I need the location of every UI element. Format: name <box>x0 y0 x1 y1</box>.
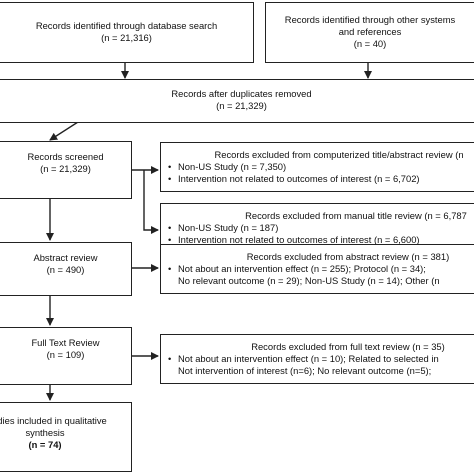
excl-manual-item: Non-US Study (n = 187) <box>167 222 474 234</box>
after-duplicates-title: Records after duplicates removed <box>171 88 312 99</box>
box-database-search: Records identified through database sear… <box>0 2 254 63</box>
box-after-duplicates: Records after duplicates removed (n = 21… <box>0 79 474 123</box>
excl-fulltext-title: Records excluded from full text review (… <box>251 341 445 352</box>
after-duplicates-count: (n = 21,329) <box>216 100 267 111</box>
excl-abstract-title: Records excluded from abstract review (n… <box>246 251 450 262</box>
box-full-text-review: Full Text Review (n = 109) <box>0 327 132 385</box>
screened-count: (n = 21,329) <box>40 163 91 174</box>
screened-title: Records screened <box>27 151 104 162</box>
box-excluded-abstract: Records excluded from abstract review (n… <box>160 244 474 294</box>
other-sources-title-cont: and references <box>338 26 402 37</box>
excl-fulltext-item: Not about an intervention effect (n = 10… <box>167 353 474 365</box>
included-count: (n = 74) <box>28 439 62 450</box>
box-other-sources: Records identified through other systems… <box>265 2 474 63</box>
excl-abstract-item-cont: No relevant outcome (n = 29); Non-US Stu… <box>178 275 440 286</box>
excl-manual-title: Records excluded from manual title revie… <box>245 210 467 221</box>
excl-computerized-title: Records excluded from computerized title… <box>214 149 464 160</box>
full-text-title: Full Text Review <box>31 337 100 348</box>
abstract-review-count: (n = 490) <box>46 264 85 275</box>
arrow-screened-to-manual <box>143 170 159 234</box>
db-search-count: (n = 21,316) <box>101 32 152 43</box>
box-excluded-full-text: Records excluded from full text review (… <box>160 334 474 384</box>
other-sources-count: (n = 40) <box>353 38 387 49</box>
box-records-screened: Records screened (n = 21,329) <box>0 141 132 199</box>
excl-abstract-item: Not about an intervention effect (n = 25… <box>167 263 474 275</box>
arrow-duplicates-to-screened <box>49 121 79 141</box>
box-excluded-computerized: Records excluded from computerized title… <box>160 142 474 192</box>
abstract-review-title: Abstract review <box>33 252 98 263</box>
included-title: Studies included in qualitative <box>0 415 107 426</box>
full-text-count: (n = 109) <box>46 349 85 360</box>
db-search-title: Records identified through database sear… <box>35 20 218 31</box>
box-abstract-review: Abstract review (n = 490) <box>0 242 132 296</box>
excl-computerized-item: Non-US Study (n = 7,350) <box>167 161 474 173</box>
excl-fulltext-item-cont: Not intervention of interest (n=6); No r… <box>178 365 432 376</box>
other-sources-title: Records identified through other systems <box>284 14 456 25</box>
included-title-cont: synthesis <box>25 427 65 438</box>
box-studies-included: Studies included in qualitative synthesi… <box>0 402 132 472</box>
excl-computerized-item: Intervention not related to outcomes of … <box>167 173 474 185</box>
excl-manual-item: Intervention not related to outcomes of … <box>167 234 474 246</box>
